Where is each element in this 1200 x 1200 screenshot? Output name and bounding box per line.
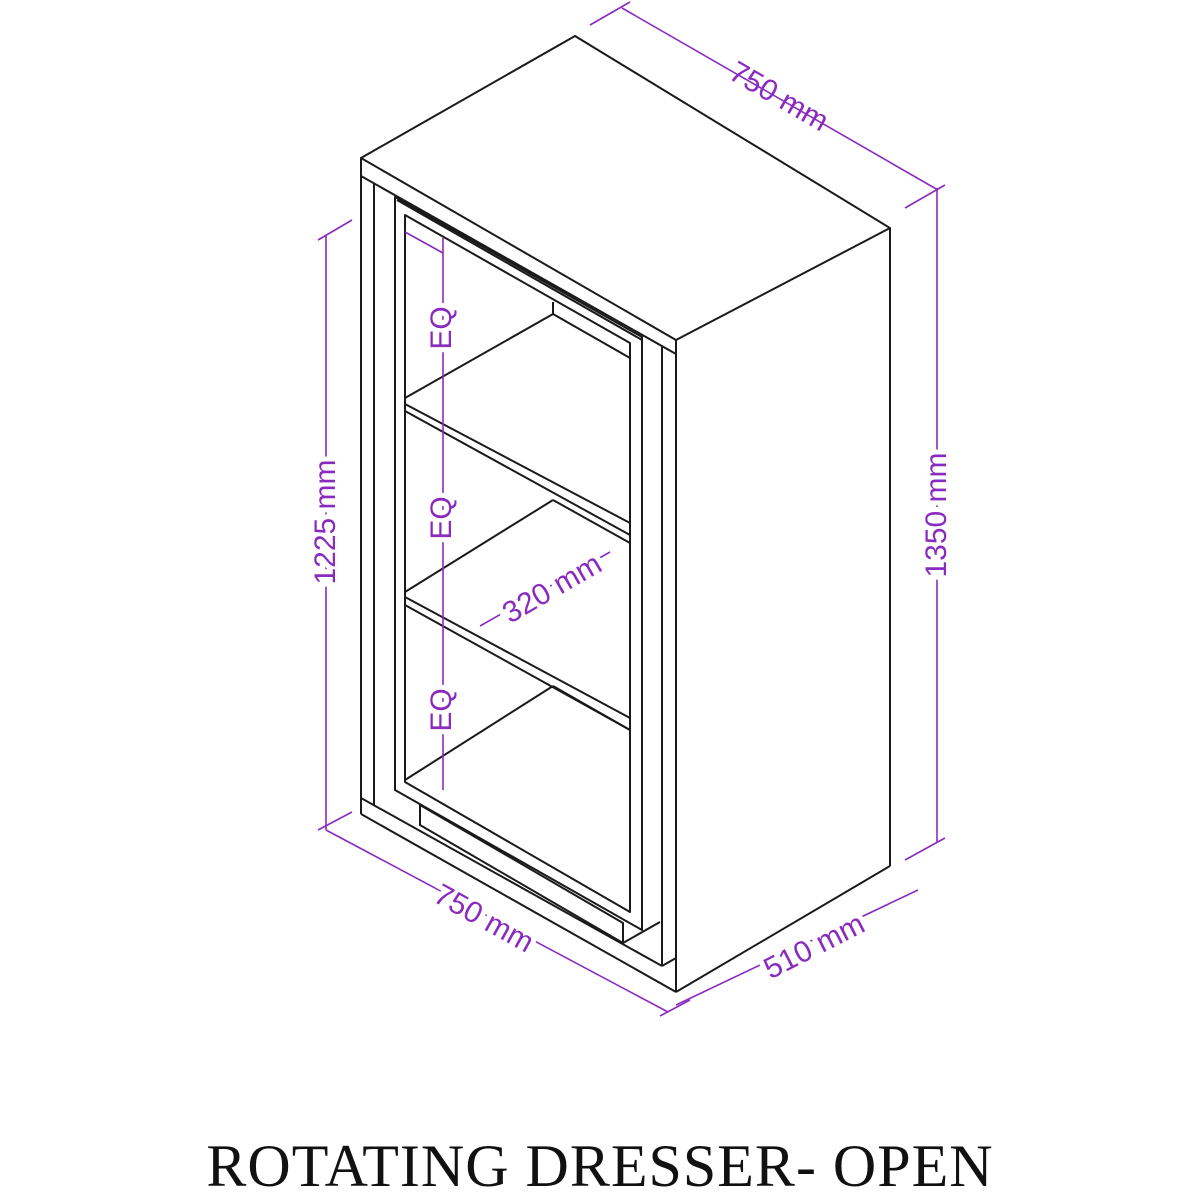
cabinet-outline [360,35,891,993]
top-width-label: 750 mm [724,55,834,138]
shelf-depth-label: 320 mm [497,547,607,630]
eq-label-middle: EQ [425,496,458,539]
drawing-title: ROTATING DRESSER- OPEN [206,1133,994,1199]
total-height-label: 1350 mm [920,452,953,577]
dimension-lines [317,1,946,1017]
eq-label-top: EQ [425,306,458,349]
door-height-label: 1225 mm [309,459,342,584]
depth-label: 510 mm [759,907,871,986]
bottom-width-label: 750 mm [428,878,539,959]
eq-label-bottom: EQ [425,688,458,731]
